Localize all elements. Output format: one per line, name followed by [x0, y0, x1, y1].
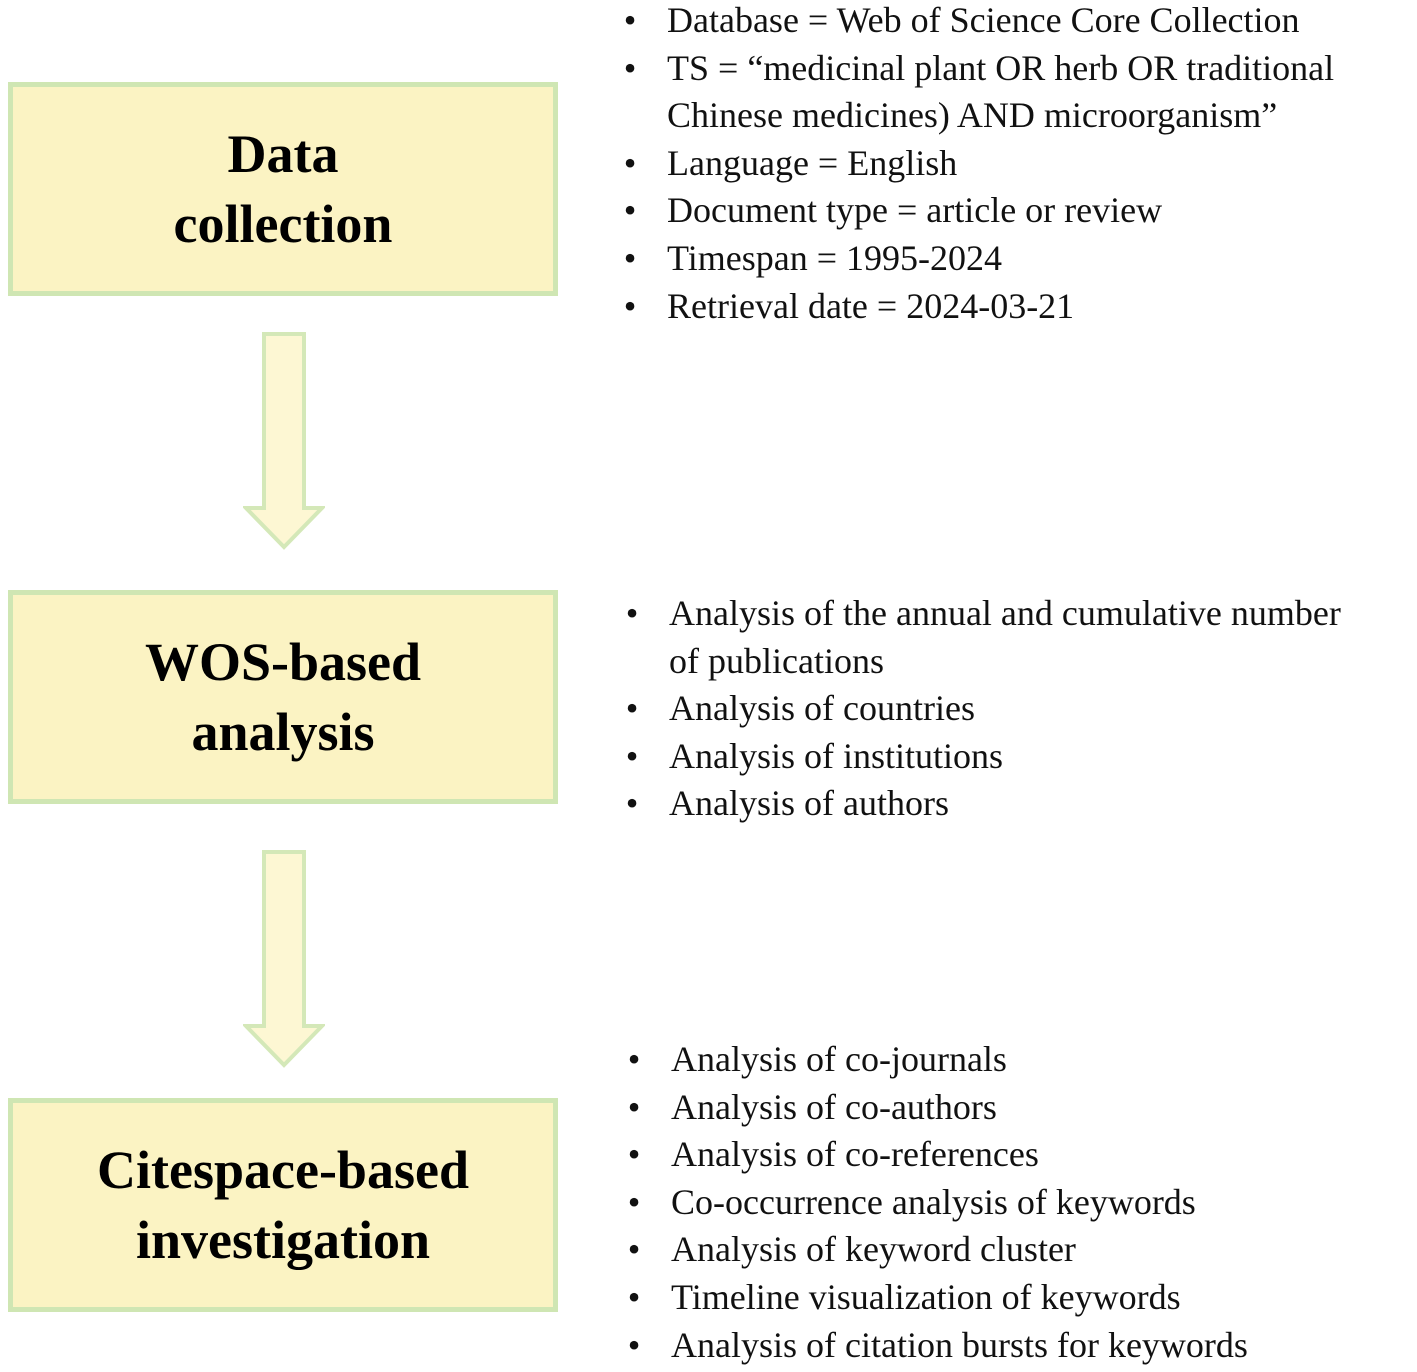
stage-box-wos-analysis: WOS-based analysis: [8, 590, 558, 804]
list-item: • Timespan = 1995-2024: [620, 235, 1334, 283]
bullet-icon: •: [623, 0, 637, 40]
stage-box-data-collection: Data collection: [8, 82, 558, 296]
list-item-text: Analysis of authors: [669, 783, 949, 824]
list-item-text: Document type = article or review: [667, 190, 1163, 231]
citespace-investigation-list: • Analysis of co-journals • Analysis of …: [624, 1036, 1248, 1369]
bullet-icon: •: [625, 783, 639, 824]
stage-box-citespace-investigation: Citespace-based investigation: [8, 1098, 558, 1312]
list-item: • Analysis of countries: [622, 685, 1341, 733]
stage-title-citespace-investigation: Citespace-based investigation: [97, 1135, 469, 1275]
list-item-text: of publications: [669, 640, 884, 681]
list-item-text: Analysis of institutions: [669, 735, 1004, 776]
bullet-icon: •: [623, 190, 637, 231]
bullet-icon: •: [625, 735, 639, 776]
list-item: • Document type = article or review: [620, 187, 1334, 235]
list-item-text: Timeline visualization of keywords: [671, 1276, 1181, 1317]
down-arrow-icon: [243, 332, 325, 550]
list-item-text: Database = Web of Science Core Collectio…: [667, 0, 1300, 40]
stage-title-line: collection: [173, 194, 393, 254]
stage-title-line: investigation: [135, 1210, 431, 1270]
list-item-text: Timespan = 1995-2024: [667, 237, 1002, 278]
bullet-icon: •: [627, 1229, 641, 1270]
list-item-text: Analysis of co-journals: [671, 1039, 1007, 1079]
bullet-icon: •: [625, 688, 639, 729]
list-item: • Analysis of co-references: [624, 1131, 1248, 1179]
list-item: • Analysis of co-authors: [624, 1084, 1248, 1132]
stage-title-line: WOS-based: [144, 632, 422, 692]
bullet-icon: •: [623, 237, 637, 278]
stage-title-wos-analysis: WOS-based analysis: [145, 627, 421, 767]
bullet-icon: •: [627, 1181, 641, 1222]
stage-title-line: Citespace-based: [97, 1140, 469, 1200]
list-item: • Timeline visualization of keywords: [624, 1274, 1248, 1322]
list-item: • Analysis of the annual and cumulative …: [622, 590, 1341, 685]
list-item: • Analysis of citation bursts for keywor…: [624, 1322, 1248, 1370]
list-item: • Co-occurrence analysis of keywords: [624, 1179, 1248, 1227]
list-item-text: Analysis of citation bursts for keywords: [671, 1324, 1248, 1365]
list-item-text: Analysis of countries: [669, 688, 975, 729]
down-arrow-icon: [243, 850, 325, 1068]
list-item: • Retrieval date = 2024-03-21: [620, 283, 1334, 331]
list-item: • Language = English: [620, 140, 1334, 188]
stage-title-data-collection: Data collection: [174, 119, 393, 259]
list-item-text: Analysis of the annual and cumulative nu…: [669, 593, 1341, 633]
data-collection-criteria-list: • Database = Web of Science Core Collect…: [620, 0, 1334, 330]
stage-title-line: analysis: [191, 702, 375, 762]
list-item-text: Retrieval date = 2024-03-21: [667, 285, 1075, 326]
bullet-icon: •: [623, 285, 637, 326]
wos-analysis-list: • Analysis of the annual and cumulative …: [622, 590, 1341, 828]
list-item: • Analysis of institutions: [622, 733, 1341, 781]
list-item-text: Analysis of keyword cluster: [671, 1229, 1076, 1270]
list-item-text: Chinese medicines) AND microorganism”: [667, 95, 1278, 136]
bullet-icon: •: [627, 1086, 641, 1127]
bullet-icon: •: [627, 1134, 641, 1175]
list-item-text: Language = English: [667, 142, 958, 183]
list-item-text: Analysis of co-authors: [671, 1086, 997, 1127]
list-item: • Analysis of authors: [622, 780, 1341, 828]
bullet-icon: •: [627, 1039, 641, 1079]
bullet-icon: •: [623, 47, 637, 88]
list-item-text: Analysis of co-references: [671, 1134, 1039, 1175]
bullet-icon: •: [627, 1276, 641, 1317]
bullet-icon: •: [625, 593, 639, 633]
list-item: • Database = Web of Science Core Collect…: [620, 0, 1334, 45]
stage-title-line: Data: [227, 124, 339, 184]
list-item-text: Co-occurrence analysis of keywords: [671, 1181, 1196, 1222]
list-item: • TS = “medicinal plant OR herb OR tradi…: [620, 45, 1334, 140]
list-item: • Analysis of co-journals: [624, 1036, 1248, 1084]
bullet-icon: •: [627, 1324, 641, 1365]
list-item-text: TS = “medicinal plant OR herb OR traditi…: [667, 47, 1335, 88]
list-item: • Analysis of keyword cluster: [624, 1226, 1248, 1274]
bullet-icon: •: [623, 142, 637, 183]
